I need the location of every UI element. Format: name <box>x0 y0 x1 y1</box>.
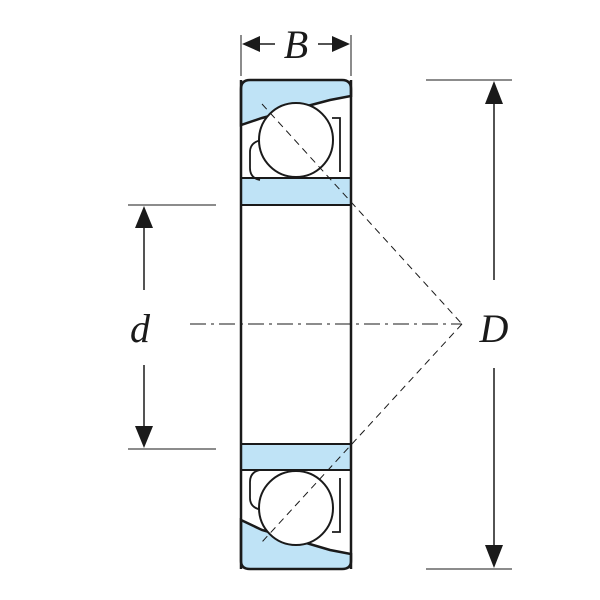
dimension-outer: D <box>426 79 512 570</box>
bore-arrow-top <box>135 206 153 228</box>
dimension-bore: d <box>128 204 216 450</box>
dimension-width: B <box>240 22 352 76</box>
width-arrow-left <box>242 36 260 52</box>
upper-section <box>239 78 353 206</box>
cage-top-right <box>332 117 341 172</box>
ball-bottom <box>258 470 334 546</box>
ball-top <box>258 102 334 178</box>
cage-bottom-right <box>332 478 341 533</box>
outer-label: D <box>479 306 509 351</box>
inner-ring-bottom <box>240 443 352 471</box>
width-label: B <box>284 22 308 67</box>
inner-ring-top <box>240 177 352 206</box>
width-arrow-right <box>332 36 350 52</box>
construction-lines <box>190 103 463 543</box>
cage-top <box>249 139 263 181</box>
contact-line-top <box>261 103 463 325</box>
outer-arrow-top <box>485 81 503 104</box>
bore-label: d <box>130 306 151 351</box>
outer-arrow-bottom <box>485 545 503 568</box>
lower-section <box>239 443 353 571</box>
bore-arrow-bottom <box>135 426 153 448</box>
cage-bottom <box>249 469 263 511</box>
contact-line-bottom <box>261 323 463 543</box>
